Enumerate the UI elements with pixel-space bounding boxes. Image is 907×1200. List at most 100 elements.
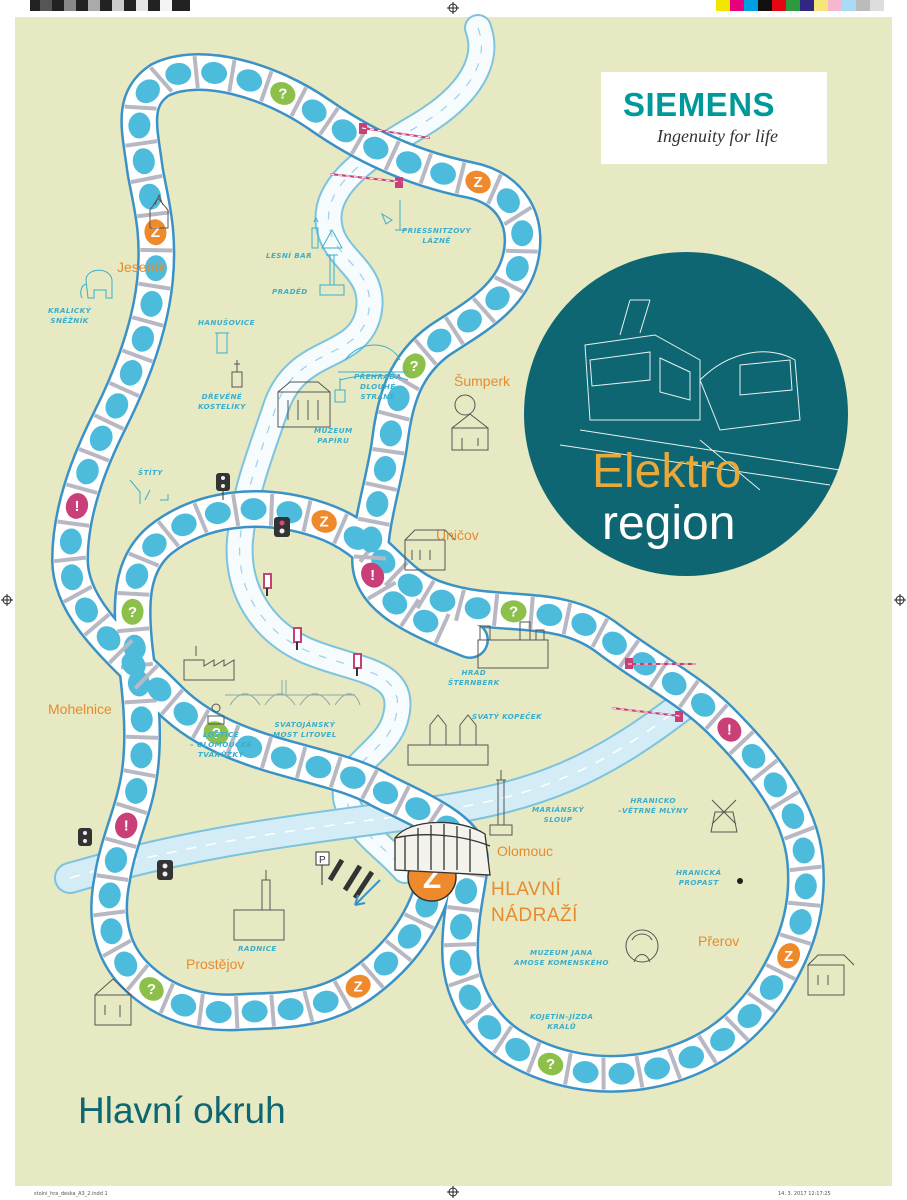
track-space-space [98, 882, 121, 909]
track-space-space [427, 328, 452, 353]
track-space-space [125, 777, 148, 804]
hanusovice-icon [215, 332, 229, 354]
track-separator [104, 836, 137, 849]
castle-icon [477, 621, 549, 669]
track-space-space [781, 803, 805, 829]
sight-radnice: RADNICE [238, 944, 277, 953]
track-separator [765, 962, 796, 981]
track-separator [149, 66, 174, 93]
track-space-question [139, 977, 164, 1001]
track-space-space [661, 671, 687, 696]
track-separator [160, 688, 185, 716]
track-space-space [270, 746, 297, 769]
track-space-space [373, 455, 397, 482]
track-space-space [173, 701, 198, 726]
track-separator [137, 210, 170, 219]
sumperk-house-icon [451, 394, 489, 451]
track-separator [108, 638, 134, 665]
track-separator [618, 639, 641, 668]
track-separator [192, 55, 200, 89]
track-separator [789, 864, 822, 873]
sight-muzeum-papiru: MUZEUM PAPÍRU [314, 426, 353, 445]
track-separator [454, 161, 467, 194]
track-separator [590, 617, 610, 648]
sketches [80, 193, 855, 1026]
track-space-space [114, 951, 138, 977]
track-separator [140, 247, 173, 253]
track-space-space [236, 735, 263, 759]
track-separator [227, 59, 237, 92]
track-space-space [477, 1015, 502, 1040]
sight-kralicky: KRALICKÝ SNĚŽNÍK [48, 306, 92, 325]
city-sumperk: Šumperk [454, 373, 511, 389]
track-space-space [737, 1003, 762, 1028]
cheese-icon [207, 703, 225, 725]
track-separator [448, 973, 480, 988]
track-space-space [140, 290, 163, 317]
sight-hranicko: HRANICKO –VĚTRNÉ MLÝNY [618, 796, 689, 815]
track-space-symbol: ? [546, 1056, 555, 1073]
track-separator [779, 932, 812, 946]
sight-priessnitz: PRIESSNITZOVY LÁZNĚ [402, 226, 472, 245]
track-space-space [119, 360, 143, 386]
track-space-space [741, 743, 766, 769]
track-space-space [130, 706, 153, 733]
track-separator [125, 963, 150, 992]
track-space-space [331, 119, 357, 143]
city-unicov: Uničov [436, 527, 479, 543]
track-separator [57, 519, 90, 528]
track-space-space [794, 873, 817, 900]
track-separator [196, 993, 205, 1026]
track-space-space [165, 62, 192, 85]
sight-muzeum-jana: MUZEUM JANA AMOSE KOMENSKÉHO [514, 948, 609, 967]
track-space-space [312, 990, 339, 1013]
sight-svaty-kopecek: SVATÝ KOPEČEK [472, 712, 543, 721]
track-separator [192, 502, 209, 534]
track-space-space [405, 797, 431, 821]
track-marker-icon [263, 573, 362, 676]
track-separator [697, 1034, 718, 1064]
track-separator [751, 758, 779, 782]
track-separator [294, 746, 308, 779]
sight-kojetin: KOJETÍN–JÍZDA KRÁLŮ [530, 1012, 594, 1031]
windmill-icon [710, 799, 738, 833]
track-separator [128, 551, 160, 568]
track-separator [289, 86, 308, 117]
badge-line1: Elektro [592, 445, 742, 498]
track-separator [372, 446, 405, 456]
track-separator [357, 516, 390, 527]
track-separator [447, 905, 480, 913]
track-separator [413, 338, 438, 366]
track-space-space [96, 626, 121, 651]
track-separator [123, 768, 156, 779]
track-separator [259, 70, 274, 103]
track-space-space [464, 597, 491, 620]
track-separator [377, 409, 410, 422]
track-space-question [537, 1052, 564, 1076]
track-space-space [789, 909, 812, 935]
track-separator [233, 996, 240, 1029]
slug-date: 14. 3. 2017 12:17:25 [778, 1191, 831, 1197]
slug-file: stolni_hra_deska_A3_2.indd 1 [34, 1191, 108, 1197]
track-space-space [277, 998, 304, 1021]
track-space-symbol: ! [370, 567, 375, 584]
track-space-space [125, 563, 149, 589]
track-space-space [236, 69, 263, 92]
spa-icon [380, 200, 407, 231]
track-space-symbol: Z [151, 224, 160, 241]
museum-icon [277, 381, 331, 428]
track-space-space [792, 837, 815, 864]
track-space-space [301, 99, 327, 123]
track-separator [108, 381, 140, 398]
prostejov-house-icon [94, 978, 132, 1026]
sight-hrad: HRAD ŠTERNBERK [448, 668, 500, 687]
track-space-space [457, 309, 482, 333]
track-space-symbol: ! [124, 817, 129, 834]
track-space-space [240, 498, 267, 521]
track-separator [231, 494, 241, 527]
track-separator [133, 664, 160, 690]
track-separator [124, 104, 157, 111]
track-space-space [759, 975, 784, 1000]
siemens-logo: SIEMENS Ingenuity for life [601, 72, 827, 164]
